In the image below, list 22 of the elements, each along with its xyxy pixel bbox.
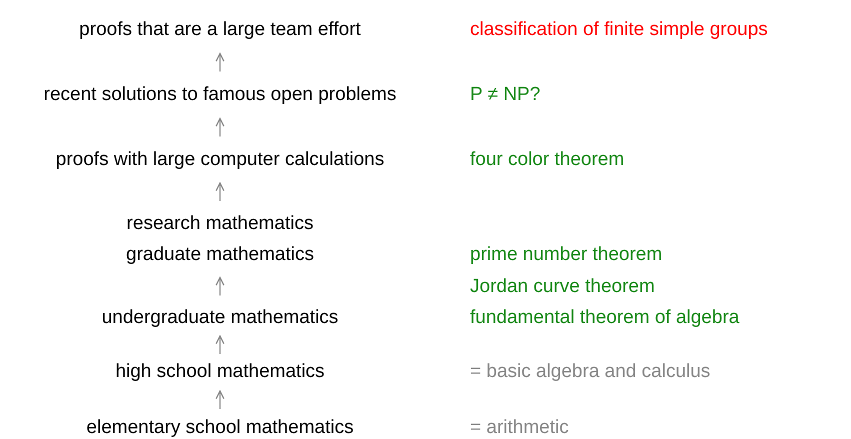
- arrow: [216, 390, 224, 409]
- example-note: four color theorem: [470, 149, 624, 171]
- level-label: proofs that are a large team effort: [79, 19, 361, 41]
- level-label: recent solutions to famous open problems: [44, 84, 396, 106]
- level-label: elementary school mathematics: [86, 417, 354, 439]
- arrow: [216, 118, 224, 136]
- example-note: Jordan curve theorem: [470, 276, 655, 298]
- example-note: prime number theorem: [470, 244, 662, 266]
- level-label: undergraduate mathematics: [102, 307, 338, 329]
- example-note: P ≠ NP?: [470, 84, 540, 106]
- example-note: = basic algebra and calculus: [470, 361, 710, 383]
- level-label: high school mathematics: [115, 361, 325, 383]
- level-label: proofs with large computer calculations: [56, 149, 384, 171]
- example-note: classification of finite simple groups: [470, 19, 768, 41]
- level-label: research mathematics: [126, 213, 314, 235]
- arrow: [216, 335, 224, 354]
- example-note: = arithmetic: [470, 417, 569, 439]
- example-note: fundamental theorem of algebra: [470, 307, 740, 329]
- arrow: [216, 276, 224, 296]
- arrow: [216, 52, 224, 72]
- arrow: [216, 182, 224, 201]
- level-label: graduate mathematics: [126, 244, 314, 266]
